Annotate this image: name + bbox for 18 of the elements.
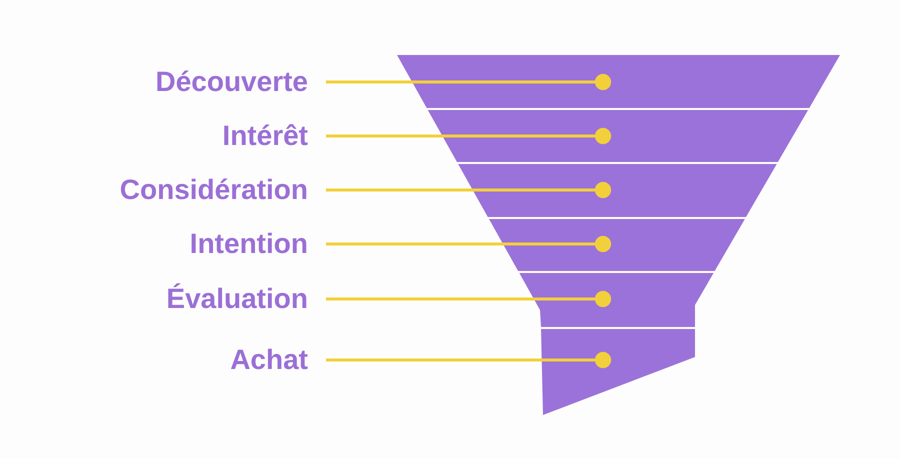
funnel-segment [519, 273, 714, 327]
leader-line [326, 74, 612, 90]
stage-label: Intention [190, 226, 308, 262]
stage-label: Achat [230, 342, 308, 378]
funnel-segment [489, 219, 745, 271]
leader-line [326, 236, 612, 252]
leader-line [326, 128, 612, 144]
stage-label: Évaluation [166, 281, 308, 317]
funnel-segment [541, 329, 695, 415]
leader-line [326, 182, 612, 198]
leader-line [326, 352, 612, 368]
funnel-segment [397, 55, 840, 108]
stage-label: Intérêt [222, 118, 308, 154]
stage-label: Découverte [155, 64, 308, 100]
funnel-segment [428, 110, 808, 162]
stage-label: Considération [120, 172, 308, 208]
funnel-segment [458, 164, 777, 217]
leader-line [326, 290, 612, 308]
